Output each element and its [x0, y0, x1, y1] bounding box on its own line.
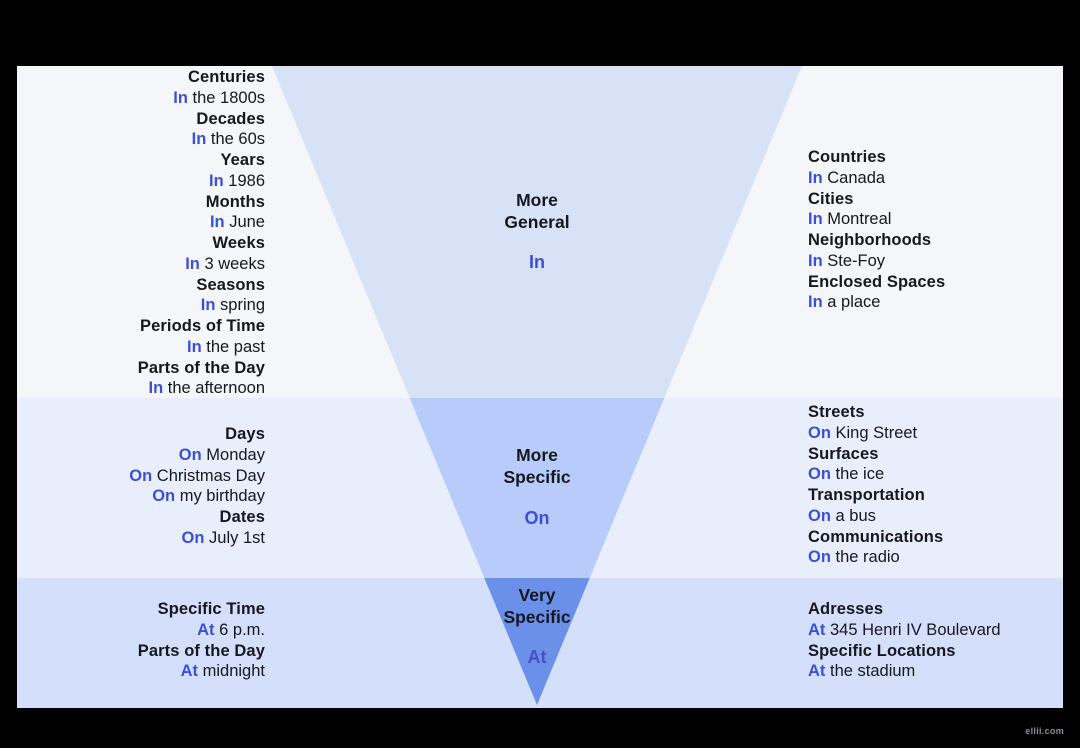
example-line: On Christmas Day [129, 466, 265, 485]
category-label: Seasons [196, 275, 265, 294]
category-label: Centuries [187, 68, 265, 86]
example-line: In Ste-Foy [808, 251, 886, 270]
preposition-text: In [808, 293, 823, 312]
preposition-text: In [209, 213, 225, 232]
watermark: ellii.com [1025, 726, 1064, 736]
preposition-text: At [808, 620, 826, 639]
funnel-preposition-at: At [527, 647, 547, 667]
category-label: Specific Time [157, 600, 265, 618]
funnel-label-very-specific: Very Specific [503, 585, 571, 627]
example-line: On King Street [808, 423, 918, 442]
example-line: On the radio [808, 548, 900, 567]
funnel-segment-more-specific [409, 398, 665, 578]
preposition-text: In [187, 337, 202, 356]
preposition-text: On [808, 506, 831, 525]
preposition-text: At [808, 662, 826, 681]
funnel-segment-very-specific [484, 578, 590, 705]
example-line: In a place [808, 293, 881, 312]
example-line: In 3 weeks [185, 254, 265, 273]
category-label: Cities [808, 189, 854, 208]
preposition-text: At [180, 662, 199, 681]
preposition-text: In [209, 171, 224, 190]
preposition-text: In [185, 254, 200, 273]
category-label: Transportation [808, 486, 925, 504]
category-label: Communications [808, 527, 944, 546]
category-label: Periods of Time [140, 317, 265, 335]
category-label: Surfaces [808, 444, 879, 463]
category-label: Years [220, 151, 265, 169]
example-line: In the 60s [191, 130, 265, 149]
preposition-text: In [808, 168, 823, 187]
category-label: Streets [808, 403, 865, 421]
example-line: On a bus [808, 506, 876, 525]
preposition-text: On [129, 466, 153, 485]
category-label: Parts of the Day [137, 358, 265, 377]
preposition-text: On [152, 487, 176, 506]
example-line: At the stadium [808, 662, 916, 681]
funnel-preposition-in: In [529, 252, 545, 272]
example-line: In 1986 [209, 171, 265, 190]
category-label: Days [225, 425, 265, 443]
funnel-label-more-specific: More Specific [503, 445, 571, 487]
example-line: On July 1st [181, 528, 265, 547]
category-label: Specific Locations [808, 641, 956, 660]
preposition-text: In [808, 210, 823, 229]
preposition-text: In [148, 379, 164, 398]
preposition-text: On [808, 548, 831, 567]
time-list-more-specific: Days On Monday On Christmas Day On my birth… [129, 424, 265, 549]
preposition-text: On [808, 423, 831, 442]
preposition-text: On [181, 528, 205, 547]
preposition-text: In [808, 251, 823, 270]
preposition-text: In [191, 130, 207, 149]
category-label: Adresses [808, 600, 884, 618]
example-line: In Canada [808, 168, 886, 187]
category-label: Parts of the Day [137, 641, 265, 660]
category-label: Enclosed Spaces [808, 272, 946, 291]
funnel-preposition-on: On [524, 508, 550, 528]
inverted-funnel-triangle [272, 66, 802, 705]
preposition-text: On [808, 465, 831, 484]
example-line: On my birthday [152, 487, 265, 506]
preposition-text: In [173, 88, 188, 107]
category-label: Neighborhoods [808, 231, 932, 249]
example-line: On the ice [808, 465, 885, 484]
category-label: Weeks [212, 234, 265, 252]
example-line: In Montreal [808, 210, 892, 229]
example-line: In June [209, 213, 265, 232]
preposition-text: On [178, 445, 202, 464]
category-label: Decades [196, 109, 265, 128]
example-line: At 345 Henri IV Boulevard [808, 620, 1001, 639]
example-line: At midnight [180, 662, 265, 681]
category-label: Countries [808, 148, 886, 166]
example-line: In spring [200, 296, 265, 315]
category-label: Dates [219, 508, 265, 526]
example-line: In the 1800s [173, 88, 265, 107]
funnel-label-more-general: More General [504, 190, 570, 232]
category-label: Months [205, 192, 265, 211]
funnel-segment-general [272, 66, 802, 398]
example-line: In the past [187, 337, 265, 356]
example-line: In the afternoon [148, 379, 266, 398]
preposition-text: In [200, 296, 216, 315]
example-line: At 6 p.m. [197, 620, 265, 639]
example-line: On Monday [178, 445, 265, 464]
preposition-text: At [197, 620, 215, 639]
